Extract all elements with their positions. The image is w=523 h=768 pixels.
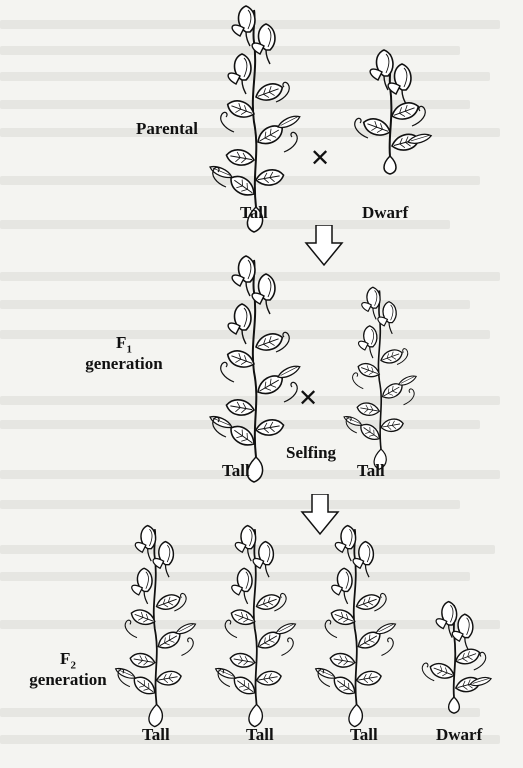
f2-generation-label: F2 generation xyxy=(22,649,114,690)
f1-cross-symbol: ✕ xyxy=(298,384,319,412)
parental-tall-label: Tall xyxy=(240,203,268,222)
f2-tall-1-label: Tall xyxy=(142,725,170,744)
f2-dwarf-label: Dwarf xyxy=(436,725,483,744)
f2-tall-3-label: Tall xyxy=(350,725,378,744)
f2-tall-plant-1 xyxy=(106,522,216,732)
f1-letter: F xyxy=(116,333,127,352)
f2-letter: F xyxy=(60,649,71,668)
f1-word: generation xyxy=(85,354,163,374)
parental-dwarf-label: Dwarf xyxy=(362,203,409,222)
f2-tall-plant-3 xyxy=(306,522,416,732)
f1-subscript: 1 xyxy=(126,343,132,356)
f2-word: generation xyxy=(29,670,107,690)
selfing-label: Selfing xyxy=(286,443,337,462)
f1-tall-plant-right xyxy=(330,284,440,474)
f1-tall-right-label: Tall xyxy=(357,461,385,480)
f2-tall-plant-2 xyxy=(206,522,316,732)
parental-cross-symbol: ✕ xyxy=(310,144,331,172)
f1-generation-label: F1 generation xyxy=(78,333,170,374)
f2-subscript: 2 xyxy=(70,659,76,672)
f2-tall-2-label: Tall xyxy=(246,725,274,744)
parental-dwarf-plant xyxy=(350,46,450,186)
f1-tall-left-label: Tall xyxy=(222,461,250,480)
parental-label: Parental xyxy=(136,119,199,138)
f2-dwarf-plant xyxy=(418,598,508,724)
